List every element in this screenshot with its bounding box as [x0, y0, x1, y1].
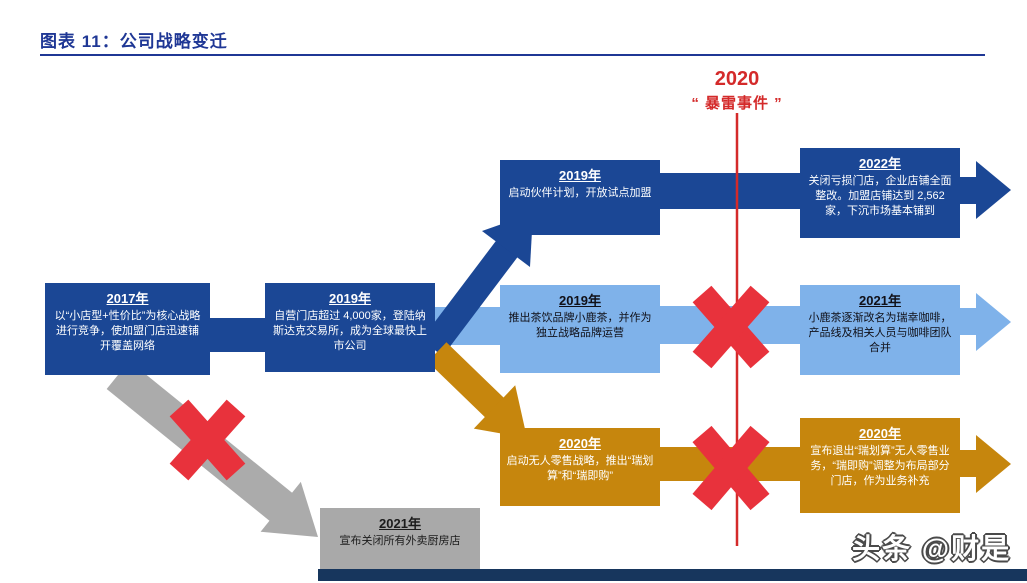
box-year: 2017年 — [106, 291, 149, 306]
strategy-box-2020-retail: 2020年 启动无人零售战略，推出“瑞划算”和“瑞即购” — [500, 428, 660, 506]
red-x-icon-tea-path — [692, 285, 770, 369]
orange-diagonal-arrow — [427, 342, 527, 438]
title-rule — [40, 54, 985, 56]
box-body: 自营门店超过 4,000家，登陆纳斯达克交易所，成为全球最快上市公司 — [273, 310, 427, 352]
arrowhead-mid-right — [958, 293, 1011, 351]
box-body: 小鹿茶逐渐改名为瑞幸咖啡，产品线及相关人员与咖啡团队合并 — [808, 312, 952, 354]
box-body: 关闭亏损门店，企业店铺全面整改。加盟店铺达到 2,562家，下沉市场基本铺到 — [808, 175, 952, 217]
box-year: 2020年 — [559, 436, 601, 451]
box-year: 2019年 — [559, 293, 601, 308]
event-name-label: “ 暴雷事件 ” — [691, 95, 783, 112]
event-year-label: 2020 — [714, 68, 760, 90]
box-year: 2021年 — [379, 516, 421, 531]
strategy-box-2019-tea: 2019年 推出茶饮品牌小鹿茶，并作为独立战略品牌运营 — [500, 285, 660, 373]
red-x-icon-gray-path — [169, 399, 246, 481]
connector-franchise — [660, 173, 801, 209]
strategy-box-2021-tea-merge: 2021年 小鹿茶逐渐改名为瑞幸咖啡，产品线及相关人员与咖啡团队合并 — [800, 285, 960, 375]
box-body: 启动无人零售战略，推出“瑞划算”和“瑞即购” — [506, 455, 654, 482]
box-body: 宣布退出“瑞划算”无人零售业务，“瑞即购”调整为布局部分门店，作为业务补充 — [810, 445, 950, 487]
box-year: 2022年 — [859, 156, 901, 171]
box-body: 推出茶饮品牌小鹿茶，并作为独立战略品牌运营 — [508, 312, 652, 339]
strategy-box-2022: 2022年 关闭亏损门店，企业店铺全面整改。加盟店铺达到 2,562家，下沉市场… — [800, 148, 960, 238]
box-year: 2019年 — [329, 291, 371, 306]
footer-bar — [318, 569, 1027, 581]
box-body: 启动伙伴计划，开放试点加盟 — [508, 187, 652, 199]
arrowhead-bottom-right — [958, 435, 1011, 493]
connector-2017-2019 — [210, 318, 267, 352]
strategy-box-2019-ipo: 2019年 自营门店超过 4,000家，登陆纳斯达克交易所，成为全球最快上市公司 — [265, 283, 435, 372]
strategy-box-2017: 2017年 以“小店型+性价比”为核心战略进行竞争，使加盟门店迅速铺开覆盖网络 — [45, 283, 210, 375]
strategy-box-2021-kitchen: 2021年 宣布关闭所有外卖厨房店 — [320, 508, 480, 576]
strategy-box-2020-exit: 2020年 宣布退出“瑞划算”无人零售业务，“瑞即购”调整为布局部分门店，作为业… — [800, 418, 960, 513]
arrowhead-top-right — [958, 161, 1011, 219]
box-body: 宣布关闭所有外卖厨房店 — [339, 535, 461, 547]
box-year: 2020年 — [859, 426, 901, 441]
box-year: 2019年 — [559, 168, 601, 183]
box-year: 2021年 — [859, 293, 901, 308]
red-x-icon-retail-path — [692, 425, 770, 511]
watermark: 头条 @财是 — [852, 533, 1012, 564]
box-body: 以“小店型+性价比”为核心战略进行竞争，使加盟门店迅速铺开覆盖网络 — [54, 310, 201, 352]
strategy-box-2019-partner: 2019年 启动伙伴计划，开放试点加盟 — [500, 160, 660, 235]
figure-title: 图表 11：公司战略变迁 — [40, 32, 228, 51]
